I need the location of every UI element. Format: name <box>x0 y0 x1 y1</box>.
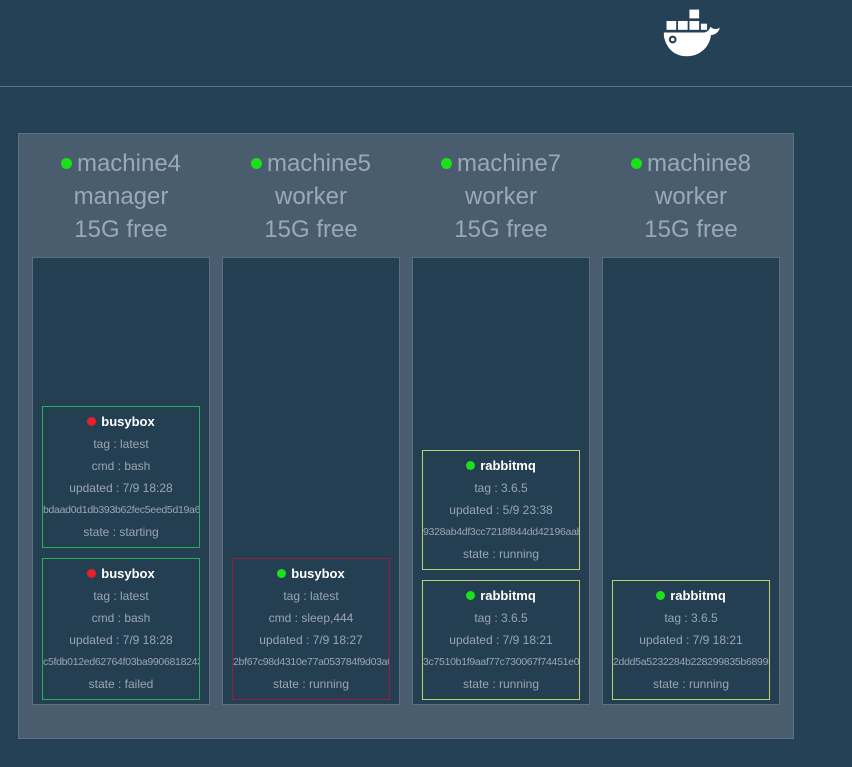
container-title: busybox <box>233 563 389 585</box>
node-role: worker <box>654 183 727 210</box>
node-header: machine7 worker 15G free <box>412 142 590 257</box>
container-card: busybox tag : latest cmd : bash updated … <box>42 558 200 700</box>
node-column-machine7: machine7 worker 15G free rabbitmq tag : … <box>412 142 590 705</box>
node-role: worker <box>464 183 537 210</box>
container-id-line: 2bf67c98d4310e77a053784f9d03a04 <box>233 656 390 668</box>
container-name: busybox <box>101 414 155 429</box>
container-updated-line: updated : 7/9 18:21 <box>449 633 553 647</box>
node-status-icon <box>630 158 642 169</box>
node-role: worker <box>274 183 347 210</box>
container-id-line: bdaad0d1db393b62fec5eed5d19a66 <box>43 504 200 516</box>
container-cmd-line: cmd : bash <box>91 459 151 473</box>
container-title: busybox <box>43 563 199 585</box>
container-state-line: state : running <box>652 677 730 691</box>
node-status-icon <box>60 158 72 169</box>
container-tag-line: tag : 3.6.5 <box>474 481 528 495</box>
tasks-box: busybox tag : latest cmd : sleep,444 upd… <box>222 257 400 705</box>
container-tag-line: tag : 3.6.5 <box>474 611 528 625</box>
node-free-space: 15G free <box>264 216 358 243</box>
container-cmd-line: cmd : bash <box>91 611 151 625</box>
container-tag-line: tag : latest <box>283 589 339 603</box>
tasks-box: busybox tag : latest cmd : bash updated … <box>32 257 210 705</box>
container-updated-line: updated : 7/9 18:28 <box>69 633 173 647</box>
node-name: machine8 <box>646 150 752 177</box>
container-card: rabbitmq tag : 3.6.5 updated : 7/9 18:21… <box>612 580 770 700</box>
container-name: rabbitmq <box>480 588 536 603</box>
node-status-icon <box>250 158 262 169</box>
container-card: rabbitmq tag : 3.6.5 updated : 7/9 18:21… <box>422 580 580 700</box>
docker-whale-icon <box>663 5 737 67</box>
container-title: busybox <box>43 411 199 433</box>
container-name: busybox <box>291 566 345 581</box>
container-status-icon <box>466 591 476 600</box>
container-state-line: state : running <box>462 547 540 561</box>
container-status-icon <box>87 417 97 426</box>
container-updated-line: updated : 7/9 18:28 <box>69 481 173 495</box>
node-free-space: 15G free <box>454 216 548 243</box>
node-header: machine5 worker 15G free <box>222 142 400 257</box>
container-card: rabbitmq tag : 3.6.5 updated : 5/9 23:38… <box>422 450 580 570</box>
node-role: manager <box>73 183 169 210</box>
container-card: busybox tag : latest cmd : bash updated … <box>42 406 200 548</box>
node-name: machine7 <box>456 150 562 177</box>
swarm-panel: machine4 manager 15G free busybox tag : … <box>18 133 794 739</box>
container-title: rabbitmq <box>423 585 579 607</box>
container-state-line: state : starting <box>83 525 159 539</box>
node-free-space: 15G free <box>74 216 168 243</box>
container-id-line: 3c7510b1f9aaf77c730067f74451e05 <box>423 656 580 668</box>
container-id-line: 9328ab4df3cc7218f844dd42196aab7 <box>423 526 580 538</box>
node-header: machine8 worker 15G free <box>602 142 780 257</box>
container-tag-line: tag : latest <box>93 589 149 603</box>
container-cmd-line: cmd : sleep,444 <box>268 611 354 625</box>
node-free-space: 15G free <box>644 216 738 243</box>
container-card: busybox tag : latest cmd : sleep,444 upd… <box>232 558 390 700</box>
node-status-icon <box>440 158 452 169</box>
container-state-line: state : running <box>272 677 350 691</box>
container-state-line: state : failed <box>88 677 154 691</box>
container-title: rabbitmq <box>423 455 579 477</box>
node-column-machine5: machine5 worker 15G free busybox tag : l… <box>222 142 400 705</box>
container-id-line: c5fdb012ed62764f03ba99068182430 <box>43 656 200 668</box>
container-name: rabbitmq <box>670 588 726 603</box>
node-name: machine4 <box>76 150 182 177</box>
node-column-machine8: machine8 worker 15G free rabbitmq tag : … <box>602 142 780 705</box>
container-updated-line: updated : 5/9 23:38 <box>449 503 553 517</box>
container-tag-line: tag : 3.6.5 <box>664 611 718 625</box>
container-id-line: 2ddd5a5232284b228299835b6899ba <box>613 656 770 668</box>
container-status-icon <box>466 461 476 470</box>
node-name: machine5 <box>266 150 372 177</box>
container-name: rabbitmq <box>480 458 536 473</box>
container-status-icon <box>87 569 97 578</box>
container-title: rabbitmq <box>613 585 769 607</box>
app-header <box>0 0 852 87</box>
node-column-machine4: machine4 manager 15G free busybox tag : … <box>32 142 210 705</box>
container-state-line: state : running <box>462 677 540 691</box>
tasks-box: rabbitmq tag : 3.6.5 updated : 5/9 23:38… <box>412 257 590 705</box>
container-status-icon <box>277 569 287 578</box>
container-updated-line: updated : 7/9 18:27 <box>259 633 363 647</box>
tasks-box: rabbitmq tag : 3.6.5 updated : 7/9 18:21… <box>602 257 780 705</box>
container-status-icon <box>656 591 666 600</box>
container-updated-line: updated : 7/9 18:21 <box>639 633 743 647</box>
container-tag-line: tag : latest <box>93 437 149 451</box>
container-name: busybox <box>101 566 155 581</box>
node-header: machine4 manager 15G free <box>32 142 210 257</box>
